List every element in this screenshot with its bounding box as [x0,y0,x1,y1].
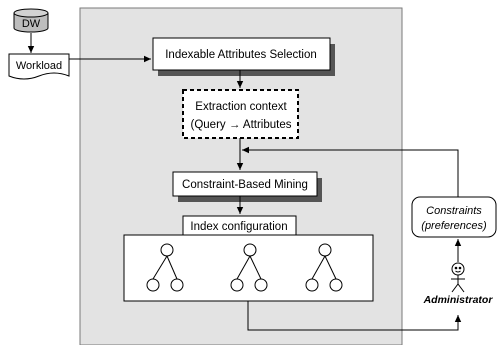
extraction-context-box: Extraction context (Query → Attributes [182,89,299,139]
constraint-based-mining-box: Constraint-Based Mining [172,171,322,202]
constraint-based-mining-label: Constraint-Based Mining [182,179,308,191]
index-to-administrator-arrow [247,301,462,331]
administrator-actor-icon [451,262,465,293]
indexable-attributes-selection-label: Indexable Attributes Selection [165,49,317,61]
extraction-attributes-text: Attributes [243,119,292,131]
dw-label: DW [22,18,41,30]
indexable-attributes-selection-box: Indexable Attributes Selection [152,37,335,76]
administrator-label: Administrator [423,294,494,306]
extraction-query-text: (Query [191,119,226,131]
workload-label: Workload [16,60,62,72]
extraction-context-line1: Extraction context [195,101,287,113]
dw-database-icon: DW [13,8,49,33]
index-configuration-label-box: Index configuration [182,215,297,236]
index-tree-3 [305,243,343,292]
index-tree-2 [230,243,268,292]
extraction-context-line2: (Query → Attributes [191,119,292,131]
constraints-label: Constraints [426,205,482,217]
constraints-feedback-arrow [242,146,459,197]
index-tree-1 [146,243,184,292]
workload-document: Workload [8,53,70,80]
extraction-arrow-symbol: → [229,119,241,131]
index-configuration-label: Index configuration [190,221,287,233]
constraints-preferences-box: Constraints (preferences) [411,196,497,238]
preferences-label: (preferences) [421,220,487,232]
